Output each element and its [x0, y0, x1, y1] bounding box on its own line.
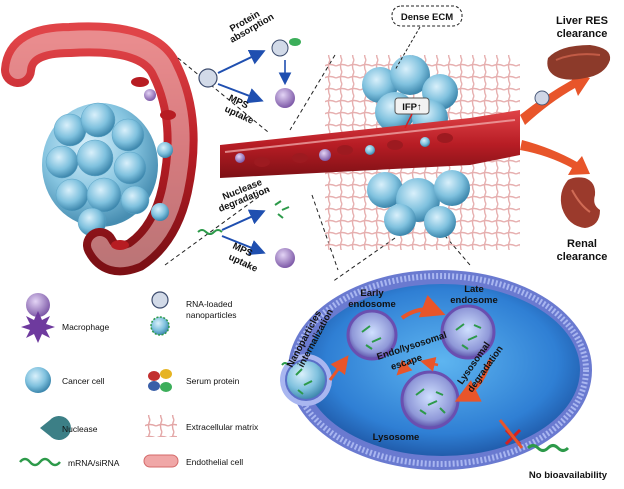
dense-ecm-callout: Dense ECM	[391, 5, 463, 71]
label-liver-res: Liver RES clearance	[556, 15, 608, 40]
cell-arrows	[328, 295, 492, 402]
ifp-text: IFP↑	[402, 102, 422, 113]
legend-cancer-cell-icon	[25, 367, 51, 393]
kidney-organ	[560, 177, 600, 228]
legend-endothelial-icon	[143, 454, 179, 468]
legend-label-serum-protein: Serum protein	[186, 376, 240, 386]
ifp-label: IFP↑	[394, 97, 430, 129]
early-endosome	[346, 309, 398, 361]
lysosome	[400, 370, 460, 430]
legend-label-ecm: Extracellular matrix	[186, 422, 259, 432]
nanoparticle-near-liver	[534, 90, 550, 106]
legend-mrna-icon	[19, 457, 61, 467]
label-late-endosome: Late endosome	[450, 284, 498, 306]
legend-line: nanoparticles	[186, 310, 237, 320]
dense-ecm-text: Dense ECM	[401, 12, 453, 23]
np-protein-path	[198, 38, 301, 108]
degraded-rna	[498, 419, 570, 452]
label-mps-uptake-bottom: MPS uptake	[227, 241, 259, 275]
late-endosome	[440, 304, 496, 360]
clearance-arrows	[520, 72, 590, 175]
legend-serum-protein-icon	[148, 369, 172, 392]
legend-label-nuclease: Nuclease	[62, 424, 98, 434]
legend	[19, 291, 179, 468]
label-nuclease-degradation: Nuclease degradation	[217, 177, 272, 215]
label-line: Renal	[567, 238, 597, 250]
legend-label-nanoparticles: RNA-loaded nanoparticles	[186, 299, 237, 320]
label-line: Liver RES	[556, 15, 608, 27]
label-early-endosome: Early endosome	[348, 288, 396, 310]
label-protein-absorption: Protein absorption	[228, 9, 276, 46]
legend-label-mrna: mRNA/siRNA	[68, 458, 120, 468]
label-line: Late	[464, 284, 484, 295]
legend-label-macrophage: Macrophage	[62, 322, 110, 332]
label-mps-uptake-top: MPS uptake	[223, 93, 255, 127]
legend-label-cancer-cell: Cancer cell	[62, 376, 105, 386]
free-rna-path	[197, 200, 295, 268]
label-no-bioavailability: No bioavailability	[529, 470, 608, 481]
central-blood-vessel	[220, 110, 520, 178]
label-line: clearance	[557, 251, 608, 263]
legend-macrophage-icon	[21, 293, 55, 343]
label-line: endosome	[450, 295, 498, 306]
label-line: clearance	[557, 28, 608, 40]
internalization-pocket	[280, 354, 332, 406]
label-lysosome: Lysosome	[373, 432, 420, 443]
legend-nanoparticle-icon	[150, 291, 170, 336]
legend-nuclease-icon	[40, 416, 71, 440]
label-line: Early	[360, 288, 384, 299]
label-renal: Renal clearance	[557, 238, 608, 263]
target-cell	[288, 270, 592, 470]
blood-vessel-loop	[1, 22, 198, 276]
tumor-cluster-center	[362, 55, 470, 238]
tumor-mass	[42, 102, 158, 237]
label-line: endosome	[348, 299, 396, 310]
liver-organ	[547, 45, 611, 80]
legend-label-endothelial: Endothelial cell	[186, 457, 243, 467]
legend-line: RNA-loaded	[186, 299, 233, 309]
legend-ecm-icon	[145, 415, 177, 437]
